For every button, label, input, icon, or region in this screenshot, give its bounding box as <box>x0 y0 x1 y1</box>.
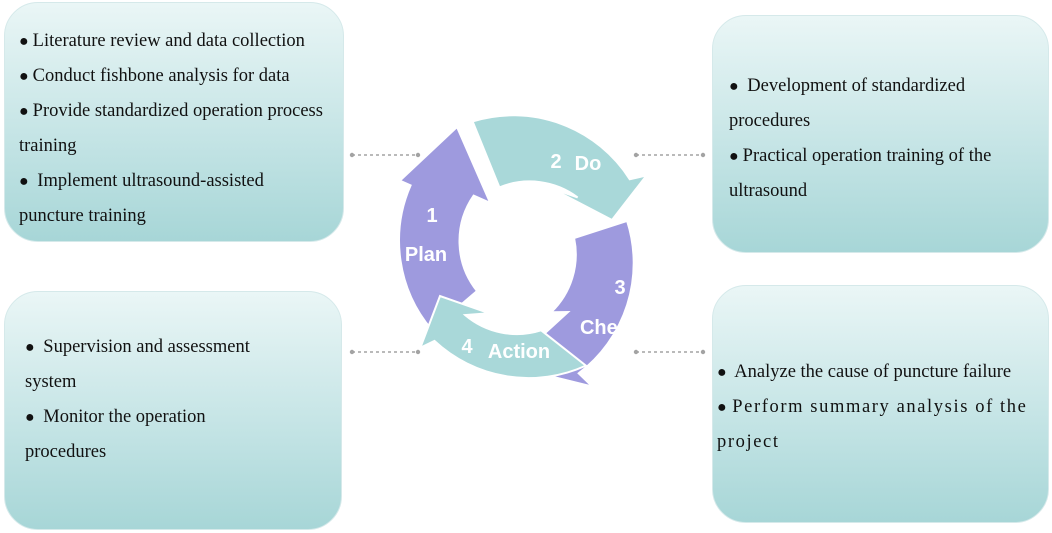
check-box: ● Analyze the cause of puncture failure … <box>712 285 1049 523</box>
action-label: Action <box>488 341 550 363</box>
action-item: ● Monitor the operation procedures <box>25 407 206 462</box>
bullet-icon: ● <box>729 148 739 165</box>
bullet-icon: ● <box>19 103 29 120</box>
do-segment <box>471 114 650 222</box>
bullet-icon: ● <box>19 68 29 85</box>
do-number: 2 <box>550 151 561 173</box>
do-box: ● Development of standardized procedures… <box>712 15 1049 253</box>
plan-number: 1 <box>426 205 437 227</box>
check-label: Check <box>580 317 641 339</box>
connector-action <box>349 349 421 355</box>
plan-label: Plan <box>405 244 447 266</box>
connector-plan <box>349 152 421 158</box>
plan-box: ●Literature review and data collection ●… <box>4 2 344 242</box>
check-number: 3 <box>614 277 625 299</box>
plan-item: ● Implement ultrasound-assisted puncture… <box>19 171 264 226</box>
action-box: ● Supervision and assessment system ● Mo… <box>4 291 342 530</box>
plan-item: ●Provide standardized operation process … <box>19 101 323 156</box>
connector-lines <box>349 152 706 355</box>
action-segment <box>418 294 588 380</box>
connector-do <box>633 152 706 158</box>
check-item: ●Perform summary analysis of the project <box>717 397 1028 452</box>
plan-segment <box>398 125 493 332</box>
bullet-icon: ● <box>717 364 727 381</box>
action-item: ● Supervision and assessment system <box>25 337 250 392</box>
connector-check <box>633 349 706 355</box>
do-label: Do <box>575 153 602 175</box>
bullet-icon: ● <box>25 339 35 356</box>
check-item: ● Analyze the cause of puncture failure <box>717 362 1012 382</box>
bullet-icon: ● <box>25 409 35 426</box>
bullet-icon: ● <box>729 78 739 95</box>
bullet-icon: ● <box>717 399 729 416</box>
action-number: 4 <box>461 336 473 358</box>
do-item: ●Practical operation training of the ult… <box>729 146 992 201</box>
plan-item: ●Conduct fishbone analysis for data <box>19 66 290 86</box>
bullet-icon: ● <box>19 173 29 190</box>
plan-item: ●Literature review and data collection <box>19 31 305 51</box>
do-item: ● Development of standardized procedures <box>729 76 966 131</box>
bullet-icon: ● <box>19 33 29 50</box>
